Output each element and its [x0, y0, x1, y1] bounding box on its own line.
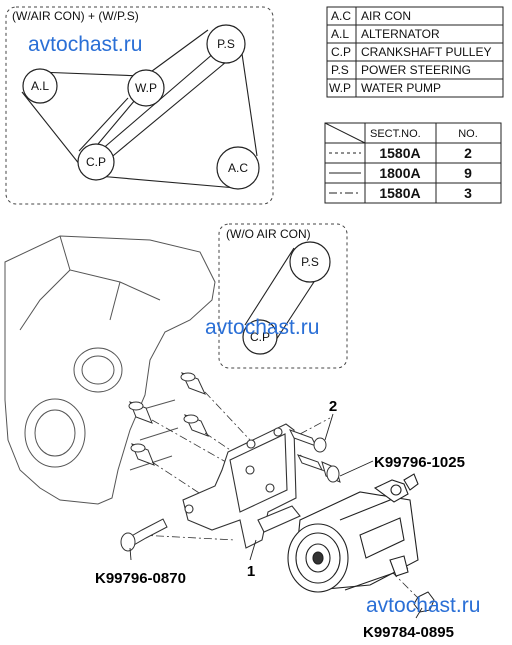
legend-name: ALTERNATOR	[361, 27, 440, 41]
section-header-no: NO.	[458, 128, 478, 140]
section-qty: 3	[464, 185, 472, 201]
pulley-label-cp-basic: C.P	[250, 330, 270, 344]
callout-1: 1	[247, 563, 255, 580]
nut-0895	[413, 591, 435, 613]
legend-name: CRANKSHAFT PULLEY	[361, 45, 491, 59]
pulley-power-steering-full	[206, 24, 246, 64]
pulley-label-al: A.L	[31, 79, 49, 93]
pulley-label-cp: C.P	[86, 155, 106, 169]
section-table: SECT.NO. NO. 1580A 2 1800A 9 1580A 3	[324, 122, 502, 204]
legend-name: AIR CON	[361, 9, 411, 23]
watermark-text: avtochast.ru	[205, 316, 319, 339]
header-diagonal	[324, 122, 366, 144]
compressor-bracket	[182, 423, 301, 549]
pulley-label-wp: W.P	[135, 81, 157, 95]
pulley-crankshaft-full	[77, 143, 115, 181]
bolt-0870	[120, 518, 168, 552]
bolt-1025	[297, 454, 341, 483]
legend-border	[326, 6, 504, 98]
watermark-text: avtochast.ru	[28, 33, 142, 56]
pulley-alternator-full	[22, 68, 58, 104]
belt-routing-box-basic: (W/O AIR CON) P.S C.P	[218, 223, 348, 369]
part-number-0895: K99784-0895	[363, 624, 454, 641]
part-number-1025: K99796-1025	[374, 454, 465, 471]
pulley-air-con-full	[216, 146, 260, 190]
box-full-border	[5, 6, 274, 205]
section-qty: 9	[464, 165, 472, 181]
section-number: 1800A	[379, 165, 420, 181]
pulley-label-ac: A.C	[228, 161, 248, 175]
pulley-power-steering-basic	[289, 241, 331, 283]
belt-routing-box-full: (W/AIR CON) + (W/P.S) P.S A.L W.P C.P	[5, 6, 274, 205]
section-number: 1580A	[379, 185, 420, 201]
callout-leaders	[129, 413, 423, 619]
legend-code: P.S	[331, 63, 349, 77]
belt-lines-full	[21, 29, 258, 189]
dowel-pins	[128, 372, 209, 466]
legend-name: WATER PUMP	[361, 81, 441, 95]
legend-code: A.L	[331, 27, 349, 41]
legend-table: A.C AIR CON A.L ALTERNATOR C.P CRANKSHAF…	[326, 6, 504, 98]
callout-2: 2	[329, 398, 337, 415]
pulley-water-pump-full	[127, 69, 165, 107]
box-full-title: (W/AIR CON) + (W/P.S)	[12, 9, 139, 23]
legend-code: W.P	[329, 81, 351, 95]
box-basic-border	[218, 223, 348, 369]
pulley-label-ps: P.S	[217, 37, 235, 51]
legend-code: A.C	[331, 9, 351, 23]
legend-code: C.P	[331, 45, 351, 59]
part-number-0870: K99796-0870	[95, 570, 186, 587]
legend-name: POWER STEERING	[361, 63, 471, 77]
ac-compressor	[287, 473, 419, 593]
engine-block-drawing	[4, 235, 216, 505]
watermark-text: avtochast.ru	[366, 594, 480, 617]
section-qty: 2	[464, 145, 472, 161]
section-number: 1580A	[379, 145, 420, 161]
pulley-label-ps-basic: P.S	[301, 255, 319, 269]
box-basic-title: (W/O AIR CON)	[226, 227, 311, 241]
section-header-sect: SECT.NO.	[370, 128, 421, 140]
bolt-2	[288, 429, 327, 453]
pulley-crankshaft-basic	[242, 319, 278, 355]
